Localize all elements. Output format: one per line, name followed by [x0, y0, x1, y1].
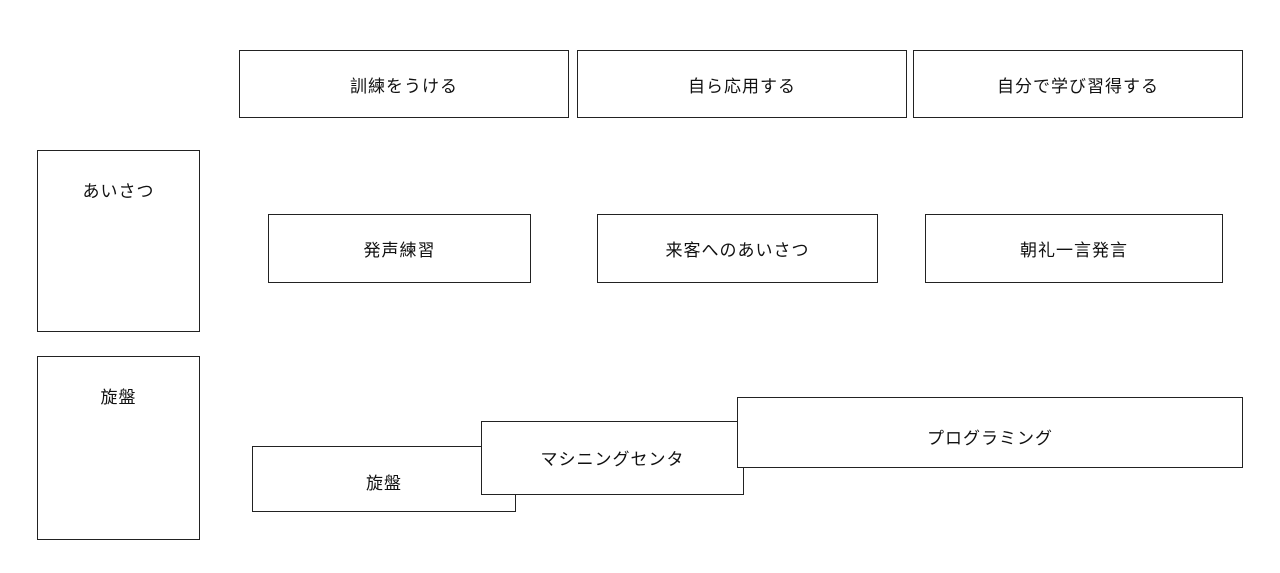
lathe-item-programming-label: プログラミング [927, 429, 1053, 449]
lathe-item-lathe: 旋盤 [252, 446, 516, 512]
lathe-item-programming: プログラミング [737, 397, 1243, 468]
lathe-item-machining-center: マシニングセンタ [481, 421, 744, 495]
column-header-apply-label: 自ら応用する [688, 76, 796, 97]
row-header-lathe-label: 旋盤 [100, 388, 137, 408]
column-header-training-label: 訓練をうける [350, 76, 458, 97]
column-header-apply: 自ら応用する [577, 50, 907, 118]
row-header-greeting: あいさつ [37, 150, 200, 332]
greeting-item-morning-speech: 朝礼一言発言 [925, 214, 1223, 283]
row-header-greeting-label: あいさつ [82, 182, 155, 202]
column-header-self-learn-label: 自分で学び習得する [997, 76, 1159, 97]
column-header-training: 訓練をうける [239, 50, 569, 118]
greeting-item-voice-practice-label: 発声練習 [363, 241, 436, 261]
greeting-item-morning-speech-label: 朝礼一言発言 [1020, 241, 1128, 261]
greeting-item-visitor-greeting-label: 来客へのあいさつ [665, 241, 810, 261]
lathe-item-machining-center-label: マシニングセンタ [540, 450, 685, 470]
greeting-item-visitor-greeting: 来客へのあいさつ [597, 214, 878, 283]
column-header-self-learn: 自分で学び習得する [913, 50, 1243, 118]
row-header-lathe: 旋盤 [37, 356, 200, 540]
greeting-item-voice-practice: 発声練習 [268, 214, 531, 283]
lathe-item-lathe-label: 旋盤 [366, 474, 402, 494]
